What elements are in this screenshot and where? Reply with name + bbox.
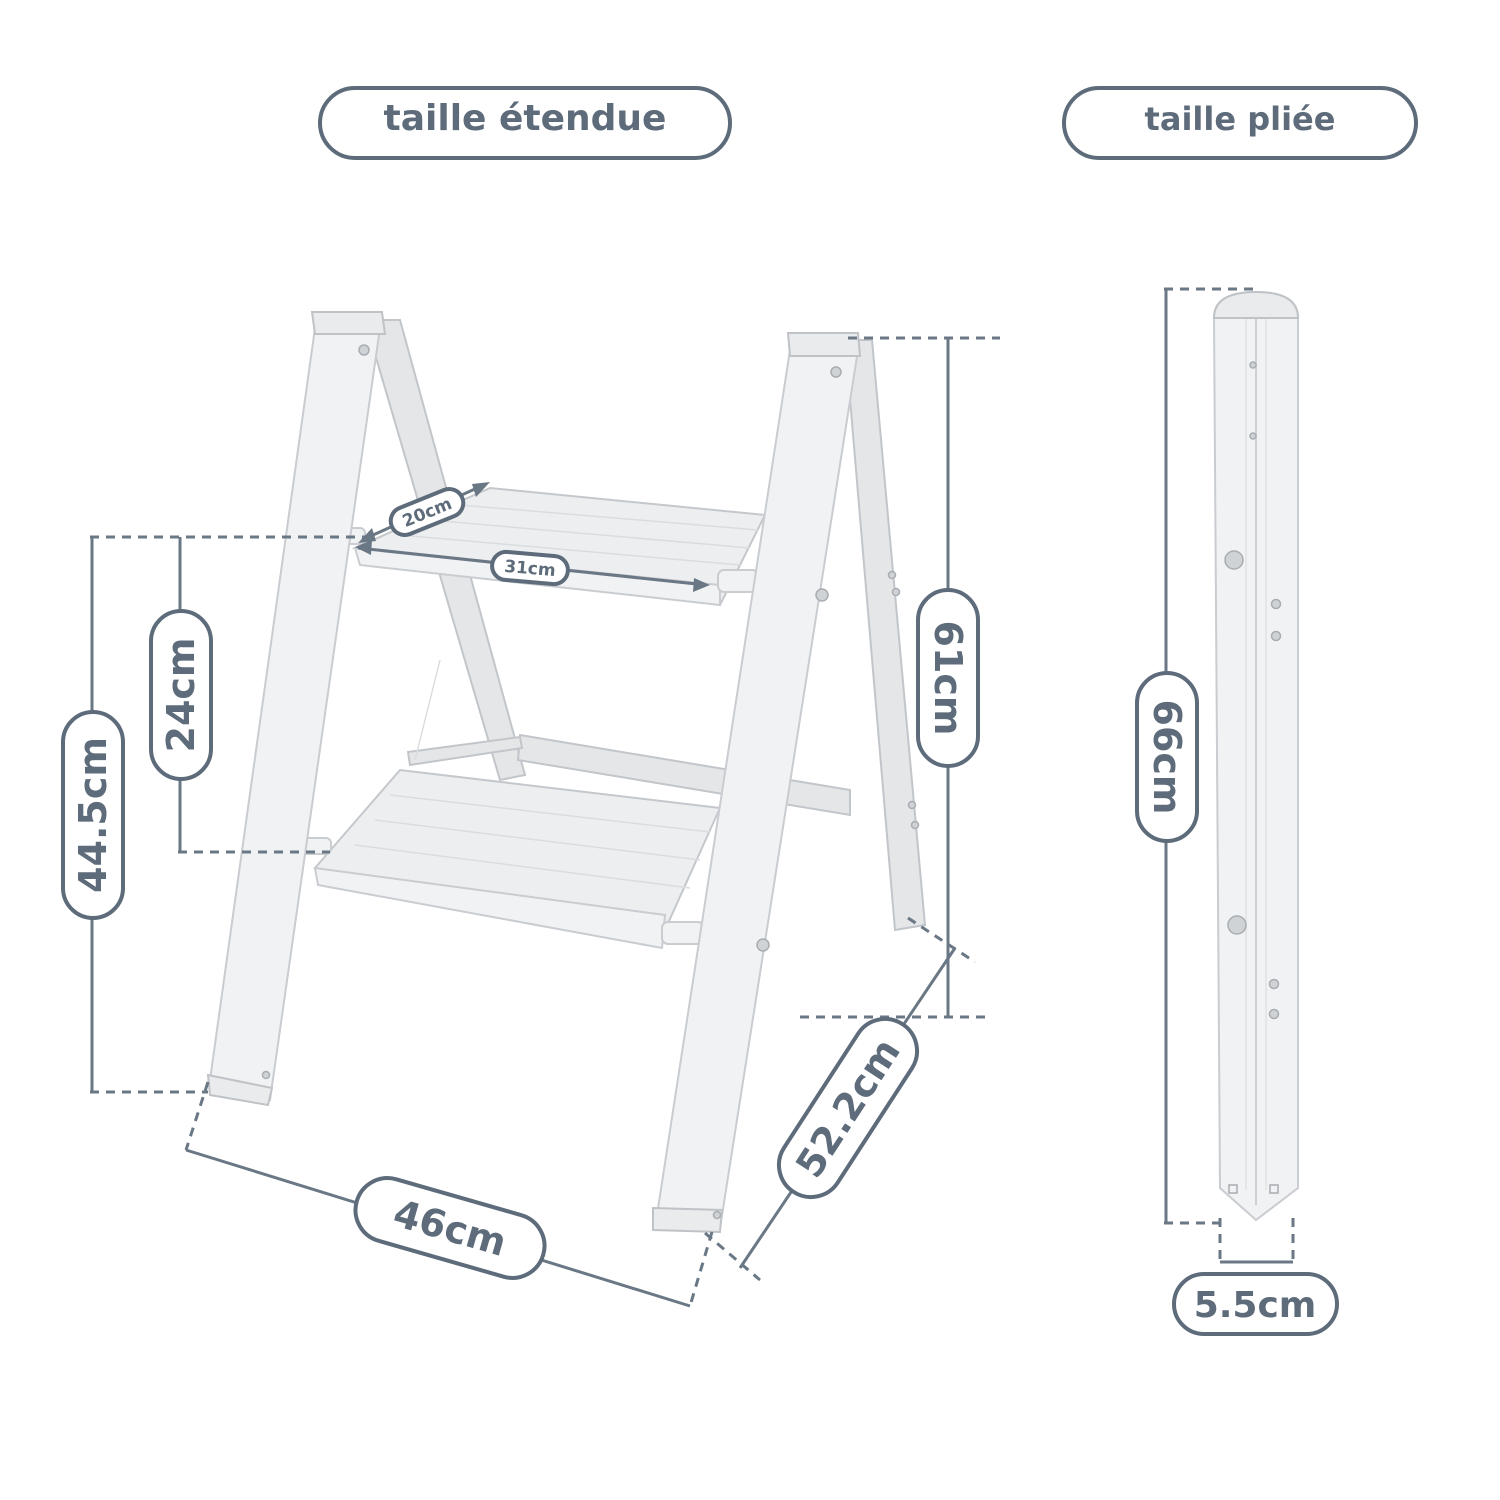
header-folded-size: taille pliée (1062, 86, 1418, 160)
label-folded-thickness-text: 5.5cm (1194, 1285, 1317, 1326)
label-base-width: 46cm (353, 1176, 547, 1280)
label-step-height: 44.5cm (61, 710, 125, 920)
lower-step (294, 768, 722, 950)
label-side-depth: 52.2cm (776, 1016, 920, 1200)
label-step-width-text: 31cm (503, 557, 556, 581)
label-total-height-text: 61cm (926, 620, 970, 735)
folded-ladder-illustration (1212, 290, 1300, 1222)
label-step-height-text: 44.5cm (71, 737, 115, 893)
front-left-leg (208, 327, 382, 1102)
rear-right-leg (843, 339, 927, 932)
label-step-width: 31cm (490, 549, 570, 587)
header-extended-size: taille étendue (318, 86, 732, 160)
label-folded-thickness: 5.5cm (1172, 1272, 1339, 1336)
header-extended-label: taille étendue (384, 98, 667, 139)
label-folded-height: 66cm (1135, 671, 1199, 843)
label-total-height: 61cm (916, 588, 980, 768)
label-folded-height-text: 66cm (1145, 699, 1189, 814)
label-step-spacing-text: 24cm (159, 637, 203, 752)
label-step-spacing: 24cm (149, 609, 213, 781)
header-folded-label: taille pliée (1145, 100, 1336, 138)
support-bar (406, 735, 524, 767)
